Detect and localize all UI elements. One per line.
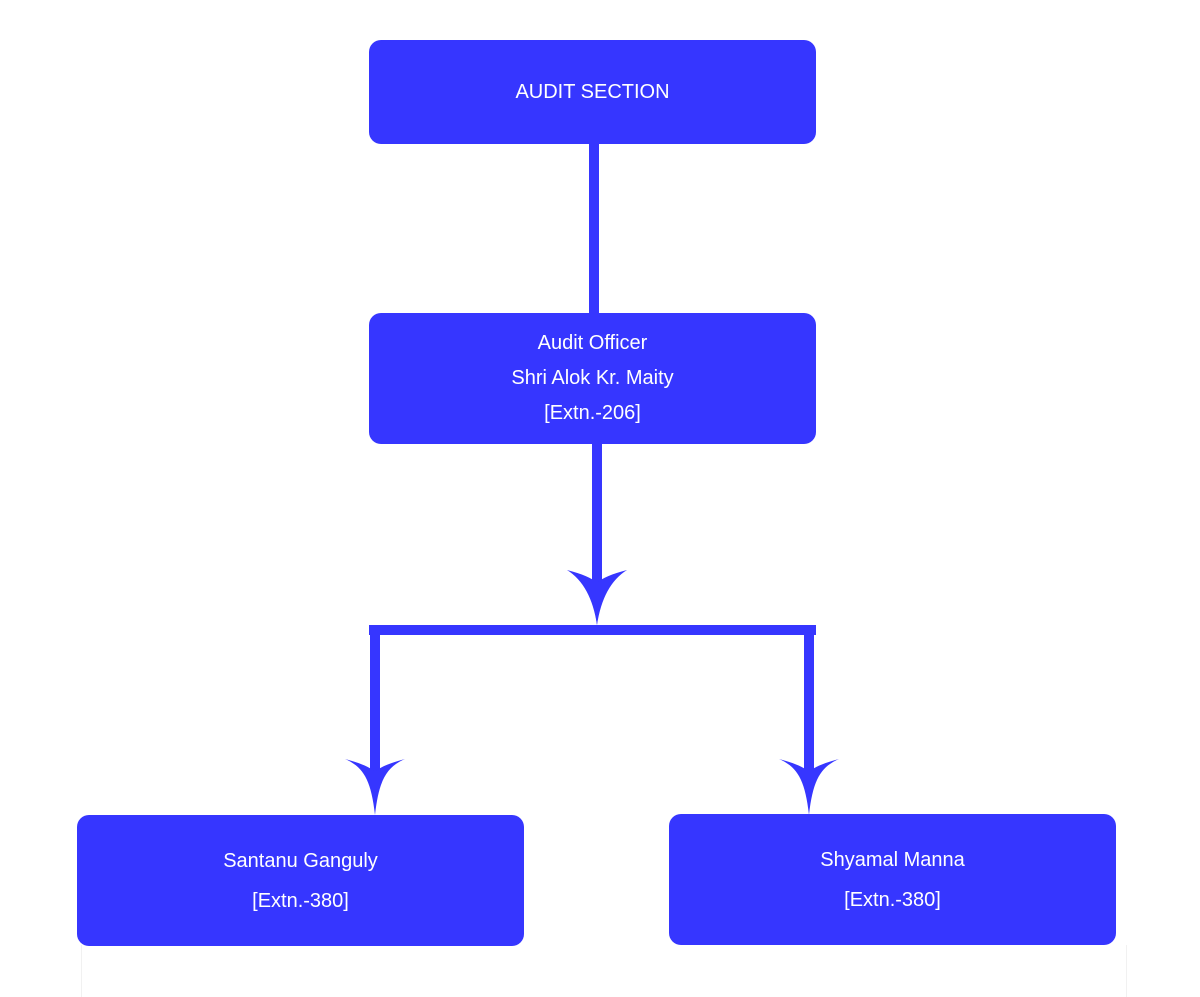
staff-name: Shyamal Manna (820, 848, 965, 871)
audit-officer-extension: [Extn.-206] (544, 402, 641, 424)
audit-officer-box: Audit Officer Shri Alok Kr. Maity [Extn.… (369, 313, 816, 444)
staff-extension: [Extn.-380] (252, 889, 349, 912)
staff-extension: [Extn.-380] (844, 888, 941, 911)
arrowhead-officer-fill (567, 570, 627, 625)
audit-section-box: AUDIT SECTION (369, 40, 816, 144)
audit-officer-name: Shri Alok Kr. Maity (511, 367, 674, 389)
audit-section-title: AUDIT SECTION (515, 80, 670, 103)
arrowhead-left (345, 759, 405, 815)
arrowhead-officer (567, 570, 627, 625)
staff-box-santanu: Santanu Ganguly [Extn.-380] (77, 815, 524, 946)
audit-officer-role: Audit Officer (537, 332, 648, 354)
staff-name: Santanu Ganguly (223, 849, 378, 872)
arrowhead-right (779, 759, 839, 815)
page-frame-edge (81, 945, 1127, 997)
staff-box-shyamal: Shyamal Manna [Extn.-380] (669, 814, 1116, 945)
